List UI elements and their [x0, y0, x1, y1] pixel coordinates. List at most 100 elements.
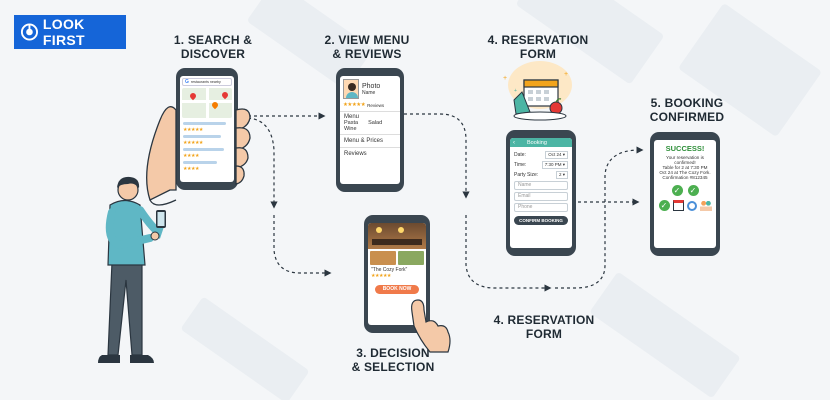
step-5-title: 5. BOOKING CONFIRMED — [632, 96, 742, 124]
decision-phone: "The Cozy Fork" ★★★★★ BOOK NOW — [364, 215, 430, 333]
svg-text:+: + — [564, 71, 568, 78]
menu-heading: Menu — [344, 114, 360, 120]
arrow-2-to-4 — [404, 113, 470, 199]
confirmation-phone: SUCCESS! Your reservation is confirmed! … — [650, 132, 720, 256]
arrow-down-to-3 — [273, 215, 332, 277]
step-1-title-line2: DISCOVER — [180, 47, 246, 61]
list-item[interactable]: ★★★★ — [183, 148, 231, 159]
results-list: ★★★★★ ★★★★★ ★★★★ ★★★★ — [180, 118, 234, 174]
list-item[interactable]: ★★★★★ — [183, 122, 231, 133]
chevron-down-icon: ▾ — [562, 162, 565, 167]
search-icon — [686, 200, 697, 211]
step-2-title-line2: & REVIEWS — [332, 47, 402, 61]
step-4-title-bottom-line2: FORM — [525, 327, 563, 341]
confirm-line-4: Oct 24 at The Cozy Fork. — [659, 170, 711, 175]
step-5-title-line1: 5. BOOKING — [650, 96, 724, 110]
step-4-title-bottom-line1: 4. RESERVATION — [493, 313, 595, 327]
calendar-icon — [672, 200, 684, 211]
reviews-label: Reviews — [367, 102, 385, 108]
restaurant-header: Photo Name — [340, 76, 400, 102]
step-1-title-line1: 1. SEARCH & — [173, 33, 253, 47]
menu-item-wine[interactable]: Wine — [344, 126, 357, 132]
date-select[interactable]: Oct 24 ▾ — [545, 151, 568, 159]
step-2-title-line1: 2. VIEW MENU — [324, 33, 410, 47]
step-4-title-top-line1: 4. RESERVATION — [487, 33, 589, 47]
step-1-title: 1. SEARCH & DISCOVER — [158, 33, 268, 61]
step-4-title-top: 4. RESERVATION FORM — [478, 33, 598, 61]
step-3-title-line1: 3. DECISION — [356, 346, 430, 360]
email-field[interactable]: Email — [514, 192, 568, 201]
search-phone: G restaurants nearby ★★★★★ ★★★★★ ★★★★ ★★… — [176, 68, 238, 190]
step-3-title: 3. DECISION & SELECTION — [338, 346, 448, 374]
search-screen: G restaurants nearby ★★★★★ ★★★★★ ★★★★ ★★… — [180, 76, 234, 182]
logo-text: LOOK FIRST — [42, 16, 85, 48]
chevron-down-icon: ▾ — [562, 172, 565, 177]
party-size-value: 2 — [558, 172, 562, 177]
svg-text:+: + — [503, 75, 507, 82]
look-first-logo: LOOK FIRST — [14, 15, 126, 49]
phone-field[interactable]: Phone — [514, 203, 568, 212]
book-now-button[interactable]: BOOK NOW — [375, 285, 419, 294]
search-bar[interactable]: G restaurants nearby — [182, 78, 232, 86]
menu-phone: Photo Name ★★★★★ Reviews Menu Pasta Sala… — [336, 68, 404, 192]
menu-prices-row[interactable]: Menu & Prices — [340, 134, 400, 147]
booking-phone: ‹ Booking Date: Oct 24 ▾ Time: 7:30 PM ▾… — [506, 130, 576, 256]
arrow-4-to-5-bottom — [555, 215, 606, 289]
step-2-title: 2. VIEW MENU & REVIEWS — [312, 33, 422, 61]
name-field[interactable]: Name — [514, 181, 568, 190]
rating-stars: ★★★★★ — [371, 273, 391, 279]
booking-screen: ‹ Booking Date: Oct 24 ▾ Time: 7:30 PM ▾… — [510, 138, 572, 248]
decision-screen: "The Cozy Fork" ★★★★★ BOOK NOW — [368, 223, 426, 325]
confirm-line-1: Your reservation is — [666, 155, 704, 160]
dish-photo[interactable] — [370, 251, 396, 265]
time-select[interactable]: 7:30 PM ▾ — [541, 161, 568, 169]
dish-photo[interactable] — [398, 251, 424, 265]
restaurant-name: "The Cozy Fork" — [371, 267, 408, 273]
booking-header-title: Booking — [527, 139, 547, 146]
menu-item-salad[interactable]: Salad — [368, 120, 383, 126]
eye-target-icon — [20, 23, 38, 41]
search-query: restaurants nearby — [190, 80, 221, 84]
reviews-row[interactable]: ★★★★★ Reviews — [340, 102, 400, 108]
arrow-up-to-5 — [604, 146, 644, 220]
restaurant-photo[interactable] — [343, 79, 359, 99]
name-label: Name — [362, 89, 376, 96]
party-size-select[interactable]: 2 ▾ — [555, 171, 568, 179]
svg-text:+: + — [514, 88, 517, 94]
photo-label: Photo — [362, 82, 381, 90]
step-4-title-bottom: 4. RESERVATION FORM — [484, 313, 604, 341]
menu-screen: Photo Name ★★★★★ Reviews Menu Pasta Sala… — [340, 76, 400, 184]
booking-header: ‹ Booking — [510, 138, 572, 147]
time-label: Time: — [514, 162, 527, 168]
confirm-line-2: confirmed! — [674, 160, 696, 165]
back-icon[interactable]: ‹ — [513, 139, 515, 146]
success-heading: SUCCESS! — [665, 144, 705, 153]
date-value: Oct 24 — [548, 152, 562, 157]
confirm-line-5: Confirmation #812345 — [662, 175, 708, 180]
arrow-3-to-4 — [465, 215, 552, 292]
chevron-down-icon: ▾ — [562, 152, 565, 157]
confirm-booking-button[interactable]: CONFIRM BOOKING — [514, 216, 568, 225]
step-5-title-line2: CONFIRMED — [649, 110, 725, 124]
party-size-label: Party Size: — [514, 172, 539, 178]
check-icon: ✓ — [658, 200, 670, 211]
restaurant-interior-photo — [368, 223, 426, 249]
date-label: Date: — [514, 152, 526, 158]
confirmation-screen: SUCCESS! Your reservation is confirmed! … — [654, 140, 716, 248]
list-item[interactable]: ★★★★★ — [183, 135, 231, 146]
confirm-line-3: Table for 2 at 7:30 PM — [662, 165, 708, 170]
map-view[interactable] — [182, 88, 232, 118]
reviews-link-row[interactable]: Reviews — [340, 147, 400, 160]
step-3-title-line2: & SELECTION — [351, 360, 435, 374]
check-icon: ✓ — [671, 185, 683, 196]
menu-item-pasta[interactable]: Pasta — [344, 120, 359, 126]
step-4-title-top-line2: FORM — [519, 47, 557, 61]
check-icon: ✓ — [687, 185, 699, 196]
list-item[interactable]: ★★★★ — [183, 161, 231, 172]
